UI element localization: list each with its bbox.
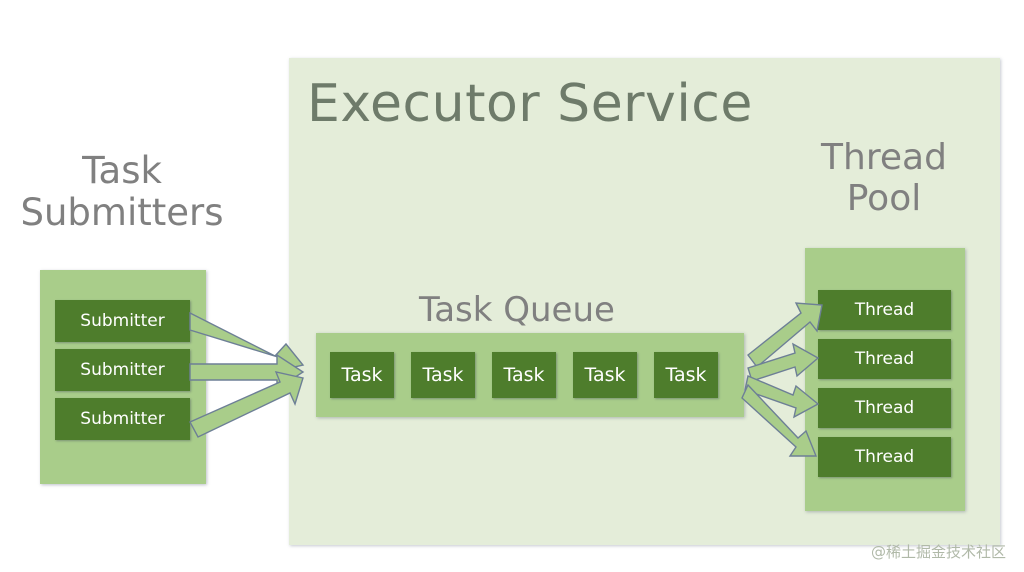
task-box[interactable]: Task <box>492 352 556 398</box>
thread-box[interactable]: Thread <box>818 437 951 477</box>
watermark-text: @稀土掘金技术社区 <box>870 543 1006 561</box>
task-box[interactable]: Task <box>654 352 718 398</box>
task-box[interactable]: Task <box>573 352 637 398</box>
task-submitters-heading: Task Submitters <box>20 149 224 234</box>
thread-box[interactable]: Thread <box>818 290 951 330</box>
executor-service-title: Executor Service <box>307 74 753 134</box>
submitter-box[interactable]: Submitter <box>55 349 190 391</box>
submit-arrow-icon <box>189 311 305 372</box>
thread-box[interactable]: Thread <box>818 388 951 428</box>
task-queue-heading: Task Queue <box>419 290 615 330</box>
thread-box[interactable]: Thread <box>818 339 951 379</box>
submitter-box[interactable]: Submitter <box>55 398 190 440</box>
submit-arrow-icon <box>189 353 305 391</box>
thread-pool-heading: Thread Pool <box>821 137 947 219</box>
submitter-box[interactable]: Submitter <box>55 300 190 342</box>
task-box[interactable]: Task <box>411 352 475 398</box>
submit-arrow-icon <box>189 371 304 438</box>
task-box[interactable]: Task <box>330 352 394 398</box>
